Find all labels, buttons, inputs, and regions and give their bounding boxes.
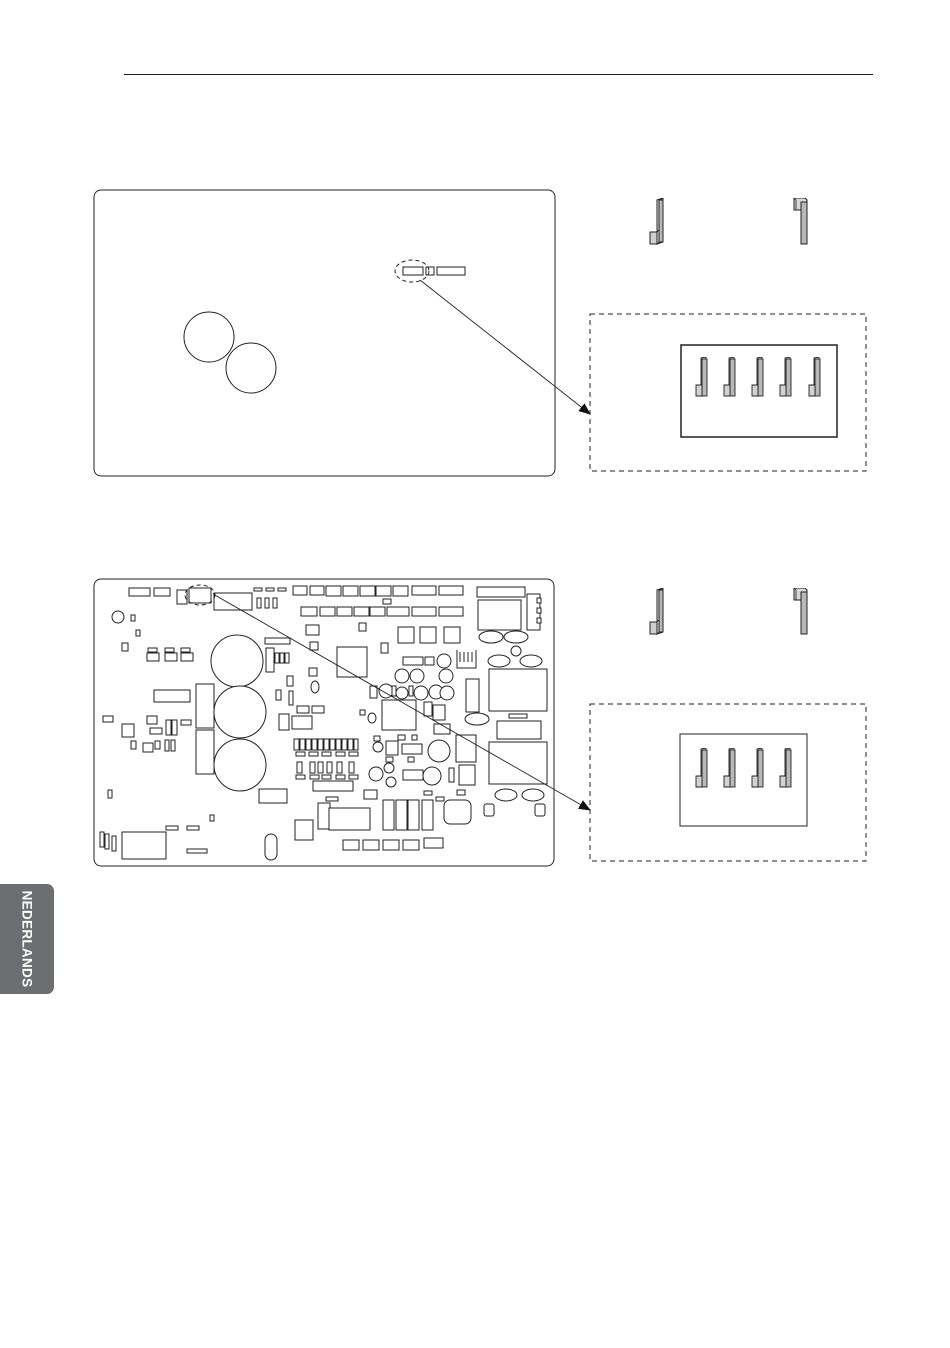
capacitor-1: [184, 312, 234, 362]
language-tab: NEDERLANDS: [0, 884, 54, 994]
indoor-pcb-figure: [94, 190, 866, 476]
switch-off-icon: [650, 198, 663, 244]
outdoor-pcb-figure: [94, 579, 590, 866]
switch-on-icon: [794, 588, 807, 634]
switch-off-icon: [650, 588, 663, 634]
dip-switch-location: [403, 267, 423, 275]
switch-on-icon: [794, 198, 807, 244]
indoor-pcb-outline: [94, 190, 555, 476]
capacitor-2: [226, 343, 276, 393]
language-tab-label: NEDERLANDS: [20, 891, 35, 988]
